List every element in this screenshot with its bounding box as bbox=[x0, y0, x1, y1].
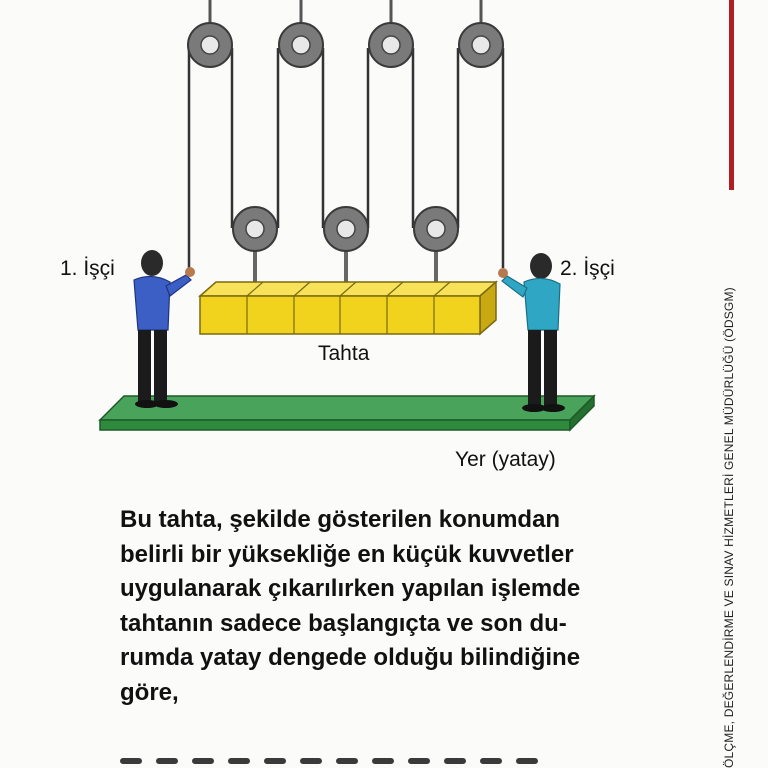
ceiling-ropes bbox=[208, 0, 483, 45]
question-line-2: belirli bir yüksekliğe en küçük kuvvetle… bbox=[120, 540, 574, 568]
question-line-1: Bu tahta, şekilde gösterilen konumdan bbox=[120, 506, 561, 533]
worker-1 bbox=[133, 250, 195, 408]
question-line-5: rumda yatay dengede olduğu bilindiğine bbox=[120, 644, 581, 671]
board bbox=[198, 280, 498, 336]
ground bbox=[98, 394, 596, 432]
moving-pulleys bbox=[232, 206, 459, 252]
question-line-6: göre, bbox=[120, 678, 179, 706]
fixed-pulley-3 bbox=[368, 22, 414, 68]
moving-pulley-1 bbox=[232, 206, 278, 252]
fixed-pulleys bbox=[187, 22, 504, 68]
worker-2-label: 2. İşçi bbox=[560, 257, 615, 280]
worker-2 bbox=[498, 253, 565, 412]
cut-off-text-line bbox=[120, 750, 680, 768]
question-line-4: tahtanın sadece başlangıçta ve son du- bbox=[120, 609, 567, 637]
question-text: Bu tahta, şekilde gösterilen konumdan be… bbox=[120, 503, 720, 710]
moving-pulley-3 bbox=[413, 206, 459, 252]
side-accent-bar bbox=[729, 0, 734, 190]
ground-label: Yer (yatay) bbox=[455, 448, 556, 471]
question-line-3: uygulanarak çıkarılırken yapılan işlemde bbox=[120, 575, 581, 602]
moving-pulley-2 bbox=[323, 206, 369, 252]
pulley-system-figure bbox=[98, 0, 596, 432]
fixed-pulley-2 bbox=[278, 22, 324, 68]
fixed-pulley-4 bbox=[458, 22, 504, 68]
rope bbox=[187, 48, 505, 268]
side-publisher-label: ÖLÇME, DEĞERLENDİRME VE SINAV HİZMETLERİ… bbox=[722, 287, 736, 768]
fixed-pulley-1 bbox=[187, 22, 233, 68]
board-label: Tahta bbox=[318, 342, 370, 365]
worker-1-label: 1. İşçi bbox=[60, 257, 115, 280]
